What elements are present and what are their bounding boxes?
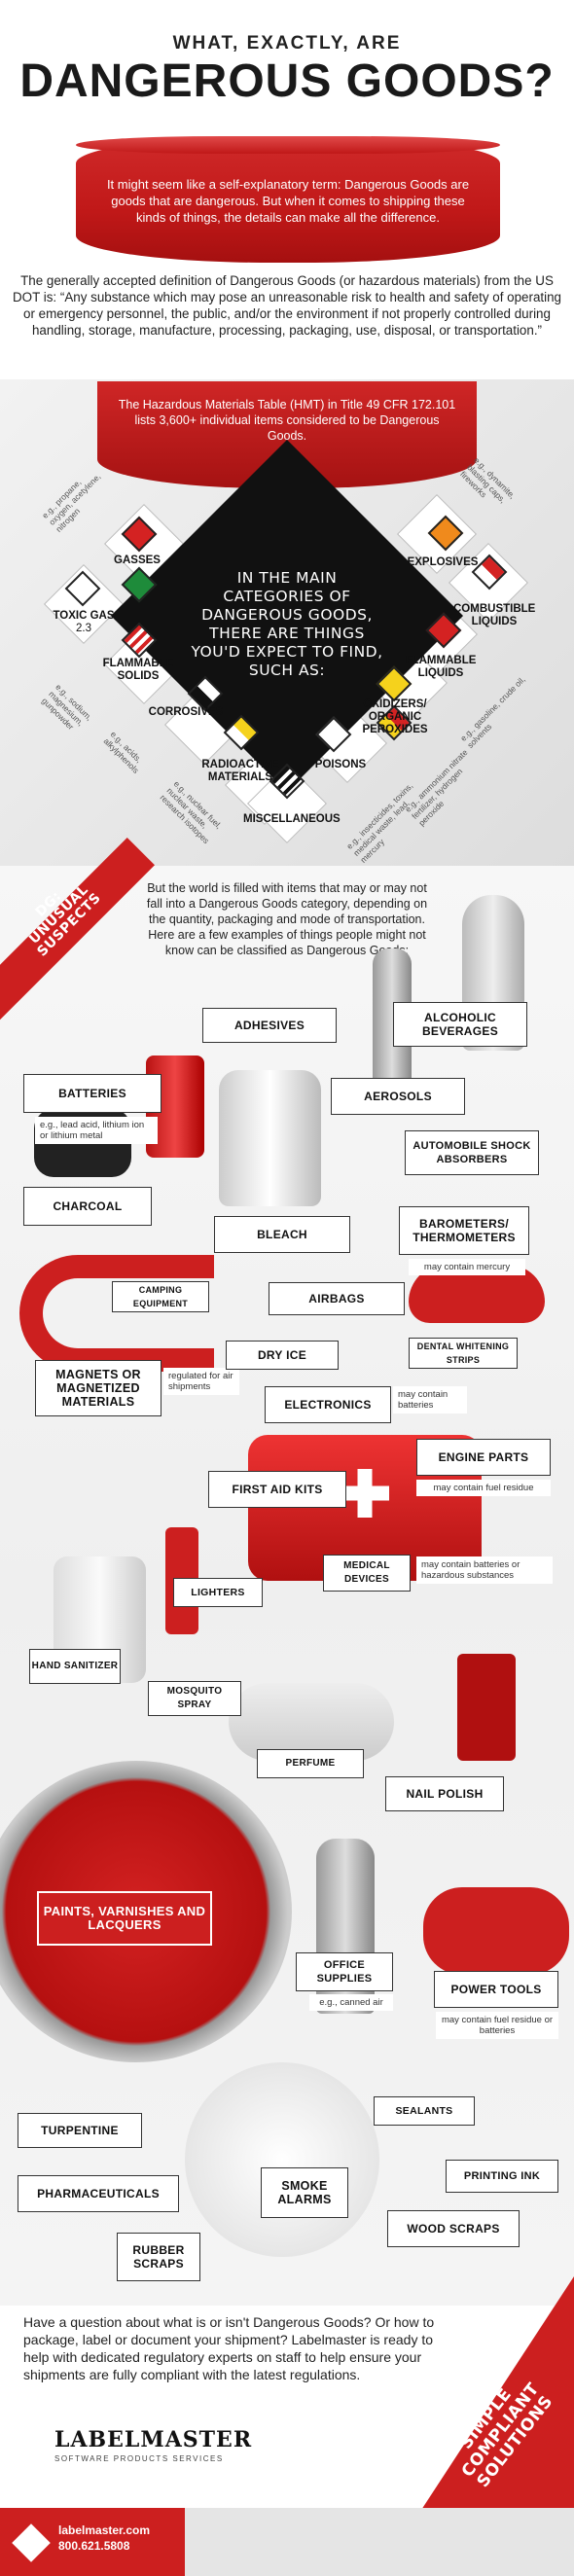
label-dental: DENTAL WHITENING STRIPS — [409, 1338, 518, 1369]
cat-oxidizers: OXIDIZERS/ ORGANIC PEROXIDES — [362, 698, 428, 735]
suspects-intro: But the world is filled with items that … — [146, 881, 428, 957]
corner-badge — [409, 2276, 574, 2529]
label-camping: CAMPING EQUIPMENT — [112, 1281, 209, 1312]
note-barometers: may contain mercury — [409, 1259, 525, 1275]
cat-poisons: POISONS — [314, 759, 367, 770]
label-bleach: BLEACH — [214, 1216, 350, 1253]
label-rubber: RUBBER SCRAPS — [117, 2233, 200, 2281]
cat-toxic-gas-num: 2.3 — [76, 623, 91, 634]
note-electronics: may contain batteries — [393, 1386, 467, 1413]
label-adhesives: ADHESIVES — [202, 1008, 337, 1043]
page-title: DANGEROUS GOODS? — [19, 55, 555, 107]
footer-phone[interactable]: 800.621.5808 — [58, 2539, 130, 2553]
cat-corrosives: CORROSIVES — [148, 706, 224, 718]
note-medical: may contain batteries or hazardous subst… — [416, 1556, 553, 1584]
label-charcoal: CHARCOAL — [23, 1187, 152, 1226]
label-office: OFFICE SUPPLIES — [296, 1952, 393, 1991]
label-batteries: BATTERIES — [23, 1074, 161, 1113]
label-nail: NAIL POLISH — [385, 1776, 504, 1811]
note-batteries: e.g., lead acid, lithium ion or lithium … — [35, 1117, 158, 1144]
magnet-shape — [19, 1255, 214, 1372]
center-diamond-text: IN THE MAIN CATEGORIES OF DANGEROUS GOOD… — [191, 569, 383, 679]
label-shock: AUTOMOBILE SHOCK ABSORBERS — [405, 1130, 539, 1175]
label-electronics: ELECTRONICS — [265, 1386, 391, 1423]
note-engine: may contain fuel residue — [416, 1480, 551, 1496]
question-text: Have a question about what is or isn't D… — [23, 2314, 435, 2382]
cat-flammable-solids: FLAMMABLE SOLIDS — [102, 658, 174, 682]
label-lighters: LIGHTERS — [173, 1578, 263, 1607]
cat-flammable-liquids: FLAMMABLE LIQUIDS — [405, 655, 477, 679]
intro-text: It might seem like a self-explanatory te… — [106, 177, 470, 225]
labelmaster-logo[interactable]: LABELMASTER SOFTWARE PRODUCTS SERVICES — [54, 2427, 253, 2463]
definition-text: The generally accepted definition of Dan… — [13, 273, 561, 338]
label-magnets: MAGNETS OR MAGNETIZED MATERIALS — [35, 1360, 161, 1416]
cat-radioactive: RADIOACTIVE MATERIALS — [201, 759, 279, 783]
cat-misc: MISCELLANEOUS — [243, 813, 341, 825]
hmt-text: The Hazardous Materials Table (HMT) in T… — [118, 398, 456, 443]
label-engine: ENGINE PARTS — [416, 1439, 551, 1476]
label-sanitizer: HAND SANITIZER — [29, 1649, 121, 1684]
page-subtitle: WHAT, EXACTLY, ARE — [172, 33, 402, 54]
label-turpentine: TURPENTINE — [18, 2113, 142, 2148]
cat-combustible: COMBUSTIBLE LIQUIDS — [453, 603, 536, 627]
power-tool-shape — [423, 1887, 569, 1975]
label-pharma: PHARMACEUTICALS — [18, 2175, 179, 2212]
label-dry-ice: DRY ICE — [226, 1341, 339, 1370]
label-airbags: AIRBAGS — [269, 1282, 405, 1315]
perfume-shape — [229, 1683, 394, 1761]
label-barometers: BAROMETERS/ THERMOMETERS — [399, 1206, 529, 1255]
note-office: e.g., canned air — [309, 1994, 393, 2011]
label-mosquito: MOSQUITO SPRAY — [148, 1681, 241, 1716]
cat-gasses: GASSES — [114, 555, 161, 566]
nail-polish-shape — [457, 1654, 516, 1761]
smoke-alarm-shape — [185, 2062, 379, 2257]
cat-toxic-gas: TOXIC GAS — [53, 610, 115, 622]
label-paints: PAINTS, VARNISHES AND LACQUERS — [37, 1891, 212, 1946]
label-sealants: SEALANTS — [374, 2096, 475, 2126]
note-power-tools: may contain fuel residue or batteries — [436, 2012, 558, 2039]
label-aerosols: AEROSOLS — [331, 1078, 465, 1115]
bleach-jug-shape — [219, 1070, 321, 1206]
logo-wordmark: LABELMASTER — [54, 2427, 253, 2452]
label-alcoholic: ALCOHOLIC BEVERAGES — [393, 1002, 527, 1047]
label-wood: WOOD SCRAPS — [387, 2210, 520, 2247]
label-medical: MEDICAL DEVICES — [323, 1555, 411, 1592]
footer-grey — [185, 2508, 574, 2576]
note-magnets: regulated for air shipments — [163, 1368, 239, 1395]
label-printing: PRINTING INK — [446, 2160, 558, 2193]
label-perfume: PERFUME — [257, 1749, 364, 1778]
red-drum-top — [76, 136, 500, 263]
label-smoke: SMOKE ALARMS — [261, 2167, 348, 2218]
label-first-aid: FIRST AID KITS — [208, 1471, 346, 1508]
logo-tagline: SOFTWARE PRODUCTS SERVICES — [54, 2454, 224, 2463]
cat-explosives: EXPLOSIVES — [407, 556, 479, 568]
footer-site[interactable]: labelmaster.com — [58, 2523, 151, 2537]
label-power-tools: POWER TOOLS — [434, 1971, 558, 2008]
